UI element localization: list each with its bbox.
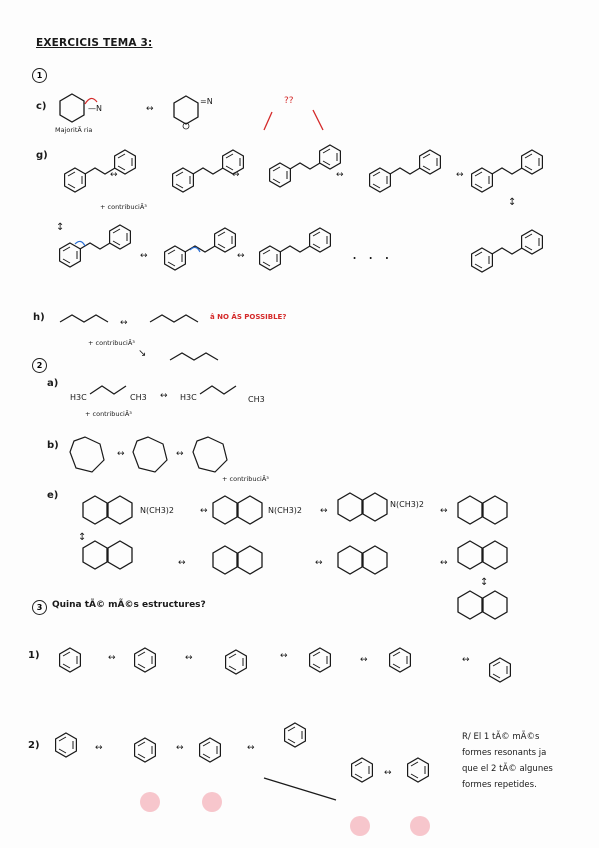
svg-text:↕: ↕ — [480, 577, 488, 588]
svg-text:↔: ↔ — [440, 506, 448, 516]
svg-text:↔: ↔ — [140, 251, 148, 261]
part-c-label: c) — [36, 101, 47, 112]
answer-line-1: R/ El 1 tÃ© mÃ©s — [462, 732, 540, 742]
svg-text:↕: ↕ — [56, 222, 64, 233]
section-2-number: 2 — [32, 358, 47, 373]
svg-text:↔: ↔ — [95, 743, 103, 753]
part-e-label: e) — [47, 490, 59, 501]
part-g-question: ?? — [284, 96, 294, 106]
svg-text:=N: =N — [200, 97, 213, 106]
formula-ch3-a1: CH3 — [130, 393, 147, 402]
part-a-structures: ↔ — [89, 385, 237, 401]
part-g-label: g) — [36, 150, 48, 161]
part-1-label: 1) — [28, 650, 40, 661]
part-h-remark: â NO ÃS POSSIBLE? — [210, 313, 287, 321]
svg-text:↔: ↔ — [280, 651, 288, 661]
svg-text:↔: ↔ — [146, 104, 154, 114]
part-c-note: MajoritÃ ria — [55, 126, 93, 134]
svg-text:↔: ↔ — [320, 506, 328, 516]
svg-text:↕: ↕ — [508, 197, 516, 208]
ellipsis: . . . — [352, 244, 393, 263]
svg-text:↔: ↔ — [117, 449, 125, 459]
formula-nch3-e3: N(CH3)2 — [390, 500, 425, 509]
formula-ch3-a2: CH3 — [248, 395, 265, 404]
svg-text:↔: ↔ — [247, 743, 255, 753]
svg-text:↔: ↔ — [176, 449, 184, 459]
svg-text:↔: ↔ — [456, 170, 464, 180]
svg-text:↔: ↔ — [360, 655, 368, 665]
svg-text:↔: ↔ — [384, 768, 392, 778]
section-1-number: 1 — [32, 68, 47, 83]
part-a-label: a) — [47, 378, 59, 389]
part-2-label: 2) — [28, 740, 40, 751]
part-c-structures: —N ↔ =N — [59, 93, 213, 130]
answer-line-2: formes resonants ja — [462, 748, 547, 758]
svg-text:↘: ↘ — [138, 348, 146, 359]
part-g-structures: ↔ ↔ ↔ ↔ ↕ ↕ ↔ ↔ — [56, 109, 542, 272]
svg-text:—N: —N — [88, 104, 102, 113]
svg-text:↔: ↔ — [237, 251, 245, 261]
formula-nch3-e1: N(CH3)2 — [140, 506, 175, 515]
svg-text:↔: ↔ — [176, 743, 184, 753]
part-h-label: h) — [33, 312, 45, 323]
part-b-structures: ↔ ↔ — [69, 436, 228, 473]
answer-line-3: que el 2 tÃ© algunes — [462, 764, 553, 774]
svg-text:↔: ↔ — [108, 653, 116, 663]
part-e-structures: ↔ ↔ ↔ ↕ ↔ ↔ ↔ ↕ — [78, 492, 508, 620]
svg-text:↔: ↔ — [185, 653, 193, 663]
formula-h3c-a2: H3C — [180, 393, 197, 402]
part-2-structures: ↔ ↔ ↔ ↔ — [54, 722, 430, 836]
svg-text:↕: ↕ — [78, 532, 86, 543]
svg-text:↔: ↔ — [336, 170, 344, 180]
part-a-note: + contribuciÃ³ — [85, 410, 132, 418]
formula-h3c-a1: H3C — [70, 393, 87, 402]
svg-text:↔: ↔ — [462, 655, 470, 665]
svg-text:↔: ↔ — [232, 170, 240, 180]
part-h-structures: ↔ ↘ — [59, 314, 219, 361]
svg-text:↔: ↔ — [440, 558, 448, 568]
answer-line-4: formes repetides. — [462, 780, 537, 790]
svg-text:↔: ↔ — [315, 558, 323, 568]
part-b-label: b) — [47, 440, 59, 451]
formula-nch3-e2: N(CH3)2 — [268, 506, 303, 515]
part-b-note: + contribuciÃ³ — [222, 475, 269, 483]
page-title: EXERCICIS TEMA 3: — [36, 37, 153, 49]
section-3-number: 3 — [32, 600, 47, 615]
svg-text:↔: ↔ — [200, 506, 208, 516]
svg-text:↔: ↔ — [110, 170, 118, 180]
svg-text:↔: ↔ — [120, 318, 128, 328]
part-1-structures: ↔ ↔ ↔ ↔ ↔ — [58, 647, 511, 683]
svg-text:↔: ↔ — [178, 558, 186, 568]
svg-text:↔: ↔ — [160, 391, 168, 401]
part-g-note: + contribuciÃ³ — [100, 203, 147, 211]
section-3-question: Quina tÃ© mÃ©s estructures? — [52, 600, 206, 610]
part-h-note: + contribuciÃ³ — [88, 339, 135, 347]
